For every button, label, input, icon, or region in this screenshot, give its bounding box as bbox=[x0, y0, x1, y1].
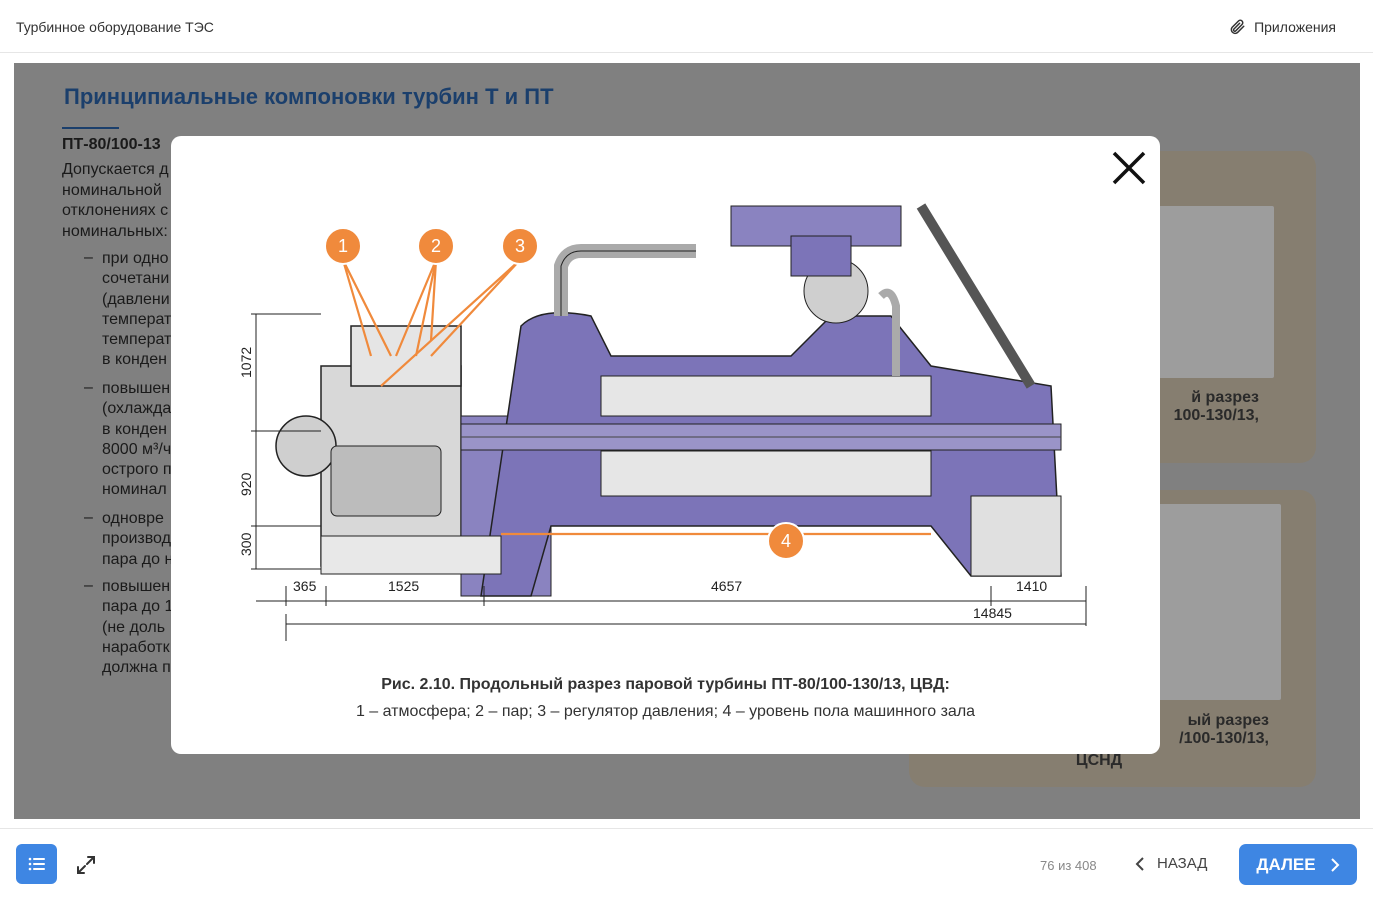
list-icon bbox=[28, 857, 45, 871]
intro-line: номинальной bbox=[62, 181, 162, 199]
dim-label: 14845 bbox=[973, 605, 1012, 621]
dim-label: 1072 bbox=[238, 347, 254, 378]
dim-label: 4657 bbox=[711, 578, 742, 594]
bullet-line: наработк bbox=[102, 638, 170, 656]
bullet-item: повышен пара до 1 (не доль наработк долж… bbox=[102, 577, 282, 678]
dim-label: 1525 bbox=[388, 578, 419, 594]
caption-line: й разрез bbox=[1191, 389, 1259, 406]
bullet-line: при одно bbox=[102, 250, 169, 267]
back-button[interactable]: НАЗАД bbox=[1135, 855, 1207, 872]
dimension-lines bbox=[251, 313, 1087, 641]
turbine-drawing bbox=[275, 203, 1062, 597]
dim-label: 920 bbox=[238, 472, 254, 496]
contents-menu-button[interactable] bbox=[16, 844, 57, 884]
dim-label: 300 bbox=[238, 532, 254, 556]
bullet-line: температ bbox=[102, 310, 172, 328]
marker-circle bbox=[417, 227, 455, 265]
intro-line: номинальных: bbox=[62, 223, 168, 241]
chevron-right-icon bbox=[1330, 857, 1340, 872]
marker-4-label: 4 bbox=[781, 531, 791, 551]
bullet-line: производ bbox=[102, 530, 171, 548]
bullet-item: при одно сочетани (давлени температ темп… bbox=[102, 249, 282, 371]
intro-line: Допускается д bbox=[62, 161, 169, 178]
callout-markers: 1 2 3 4 bbox=[324, 227, 805, 560]
bullet-line: (охлажда bbox=[102, 400, 172, 418]
marker-3-label: 3 bbox=[515, 236, 525, 256]
top-bar: Турбинное оборудование ТЭС Приложения bbox=[0, 0, 1373, 53]
attachments-label: Приложения bbox=[1254, 19, 1336, 35]
bullet-line: пара до н bbox=[102, 550, 174, 568]
bullet-line: должна п bbox=[102, 659, 171, 677]
intro-text: Допускается д номинальной отклонениях с … bbox=[62, 160, 262, 243]
dimension-labels: 1072 920 300 365 1525 4657 1410 14845 bbox=[238, 347, 1047, 621]
slide-title: Принципиальные компоновки турбин Т и ПТ bbox=[64, 84, 554, 109]
fullscreen-icon[interactable] bbox=[75, 854, 97, 876]
bullet-dash: – bbox=[84, 509, 93, 526]
paperclip-icon bbox=[1230, 19, 1245, 35]
bottom-bar: 76 из 408 НАЗАД ДАЛЕЕ bbox=[0, 828, 1373, 899]
figure-modal: 1072 920 300 365 1525 4657 1410 14845 1 … bbox=[171, 136, 1160, 754]
slide-subhead: ПТ-80/100-13 bbox=[62, 136, 161, 153]
close-icon[interactable] bbox=[1110, 149, 1148, 187]
bullet-line: (давлени bbox=[102, 290, 170, 308]
caption-line: 100-130/13, bbox=[1173, 407, 1259, 424]
dim-label: 1410 bbox=[1016, 578, 1047, 594]
figure-caption-legend: 1 – атмосфера; 2 – пар; 3 – регулятор да… bbox=[355, 703, 976, 720]
intro-line: отклонениях с bbox=[62, 202, 169, 220]
figure-card-caption: й разрез 100-130/13, bbox=[1109, 389, 1259, 425]
marker-2-label: 2 bbox=[431, 236, 441, 256]
bullet-line: 8000 м³/ч bbox=[102, 440, 172, 458]
bullet-line: номинал bbox=[102, 481, 167, 499]
next-label: ДАЛЕЕ bbox=[1256, 854, 1316, 874]
bullet-line: повышен bbox=[102, 578, 171, 595]
marker-circle bbox=[767, 522, 805, 560]
course-title: Турбинное оборудование ТЭС bbox=[16, 19, 214, 35]
bullet-line: в конден bbox=[102, 420, 167, 438]
bullet-line: в конден bbox=[102, 351, 167, 369]
bullet-line: повышен bbox=[102, 380, 171, 397]
bullet-line: одновре bbox=[102, 510, 164, 527]
bullet-line: пара до 1 bbox=[102, 598, 174, 616]
marker-circle bbox=[501, 227, 539, 265]
caption-line: /100-130/13, bbox=[1179, 730, 1269, 747]
back-label: НАЗАД bbox=[1157, 855, 1208, 872]
caption-line: ый разрез bbox=[1187, 712, 1269, 729]
dim-label: 365 bbox=[293, 578, 317, 594]
next-button[interactable]: ДАЛЕЕ bbox=[1239, 844, 1357, 885]
bullet-line: сочетани bbox=[102, 270, 170, 288]
bullet-line: температ bbox=[102, 331, 172, 349]
bullet-dash: – bbox=[84, 379, 93, 396]
figure-card-caption: ый разрез /100-130/13, bbox=[1079, 712, 1269, 748]
marker-1-label: 1 bbox=[338, 236, 348, 256]
bullet-dash: – bbox=[84, 249, 93, 266]
figure-card-caption-tail: ЦСНД bbox=[1075, 752, 1123, 769]
turbine-cross-section-figure: 1072 920 300 365 1525 4657 1410 14845 1 … bbox=[238, 203, 1087, 641]
marker-circle bbox=[324, 227, 362, 265]
chevron-left-icon bbox=[1135, 856, 1144, 871]
bullet-line: острого п bbox=[102, 461, 172, 479]
bullet-dash: – bbox=[84, 577, 93, 594]
page-counter: 76 из 408 bbox=[1040, 858, 1097, 873]
bullet-item: одновре производ пара до н bbox=[102, 509, 282, 570]
title-underline bbox=[62, 127, 119, 129]
bullet-item: повышен (охлажда в конден 8000 м³/ч остр… bbox=[102, 379, 282, 501]
attachments-button[interactable]: Приложения bbox=[1228, 18, 1336, 36]
callout-lines bbox=[341, 259, 931, 536]
bullet-line: (не доль bbox=[102, 618, 166, 636]
figure-caption-title: Рис. 2.10. Продольный разрез паровой тур… bbox=[381, 676, 950, 693]
